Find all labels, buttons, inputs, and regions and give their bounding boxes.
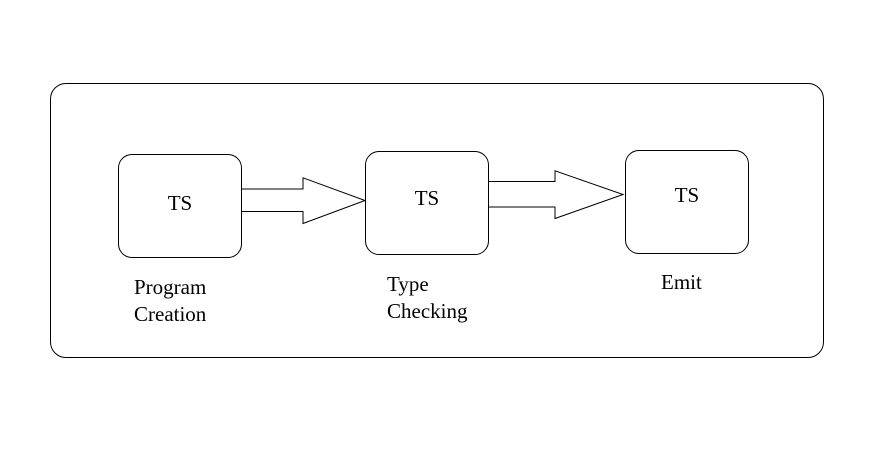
stage-box-label: TS: [414, 186, 440, 210]
stage-box-label: TS: [674, 183, 700, 207]
caption-line: Type: [387, 272, 429, 296]
stage-box-type-checking: TS: [365, 151, 489, 255]
caption-line: Program: [134, 275, 207, 299]
stage-box-program-creation: TS: [118, 154, 242, 258]
stage-box-label: TS: [167, 191, 193, 215]
stage-caption-program-creation: Program Creation: [134, 274, 206, 328]
diagram-frame: [50, 83, 824, 358]
caption-line: Emit: [661, 270, 702, 294]
caption-line: Creation: [134, 302, 207, 326]
flow-arrow-2: [488, 170, 625, 220]
stage-caption-type-checking: Type Checking: [387, 271, 467, 325]
caption-line: Checking: [387, 299, 468, 323]
flow-arrow-1: [241, 177, 367, 225]
stage-caption-emit: Emit: [661, 269, 702, 296]
stage-box-emit: TS: [625, 150, 749, 254]
